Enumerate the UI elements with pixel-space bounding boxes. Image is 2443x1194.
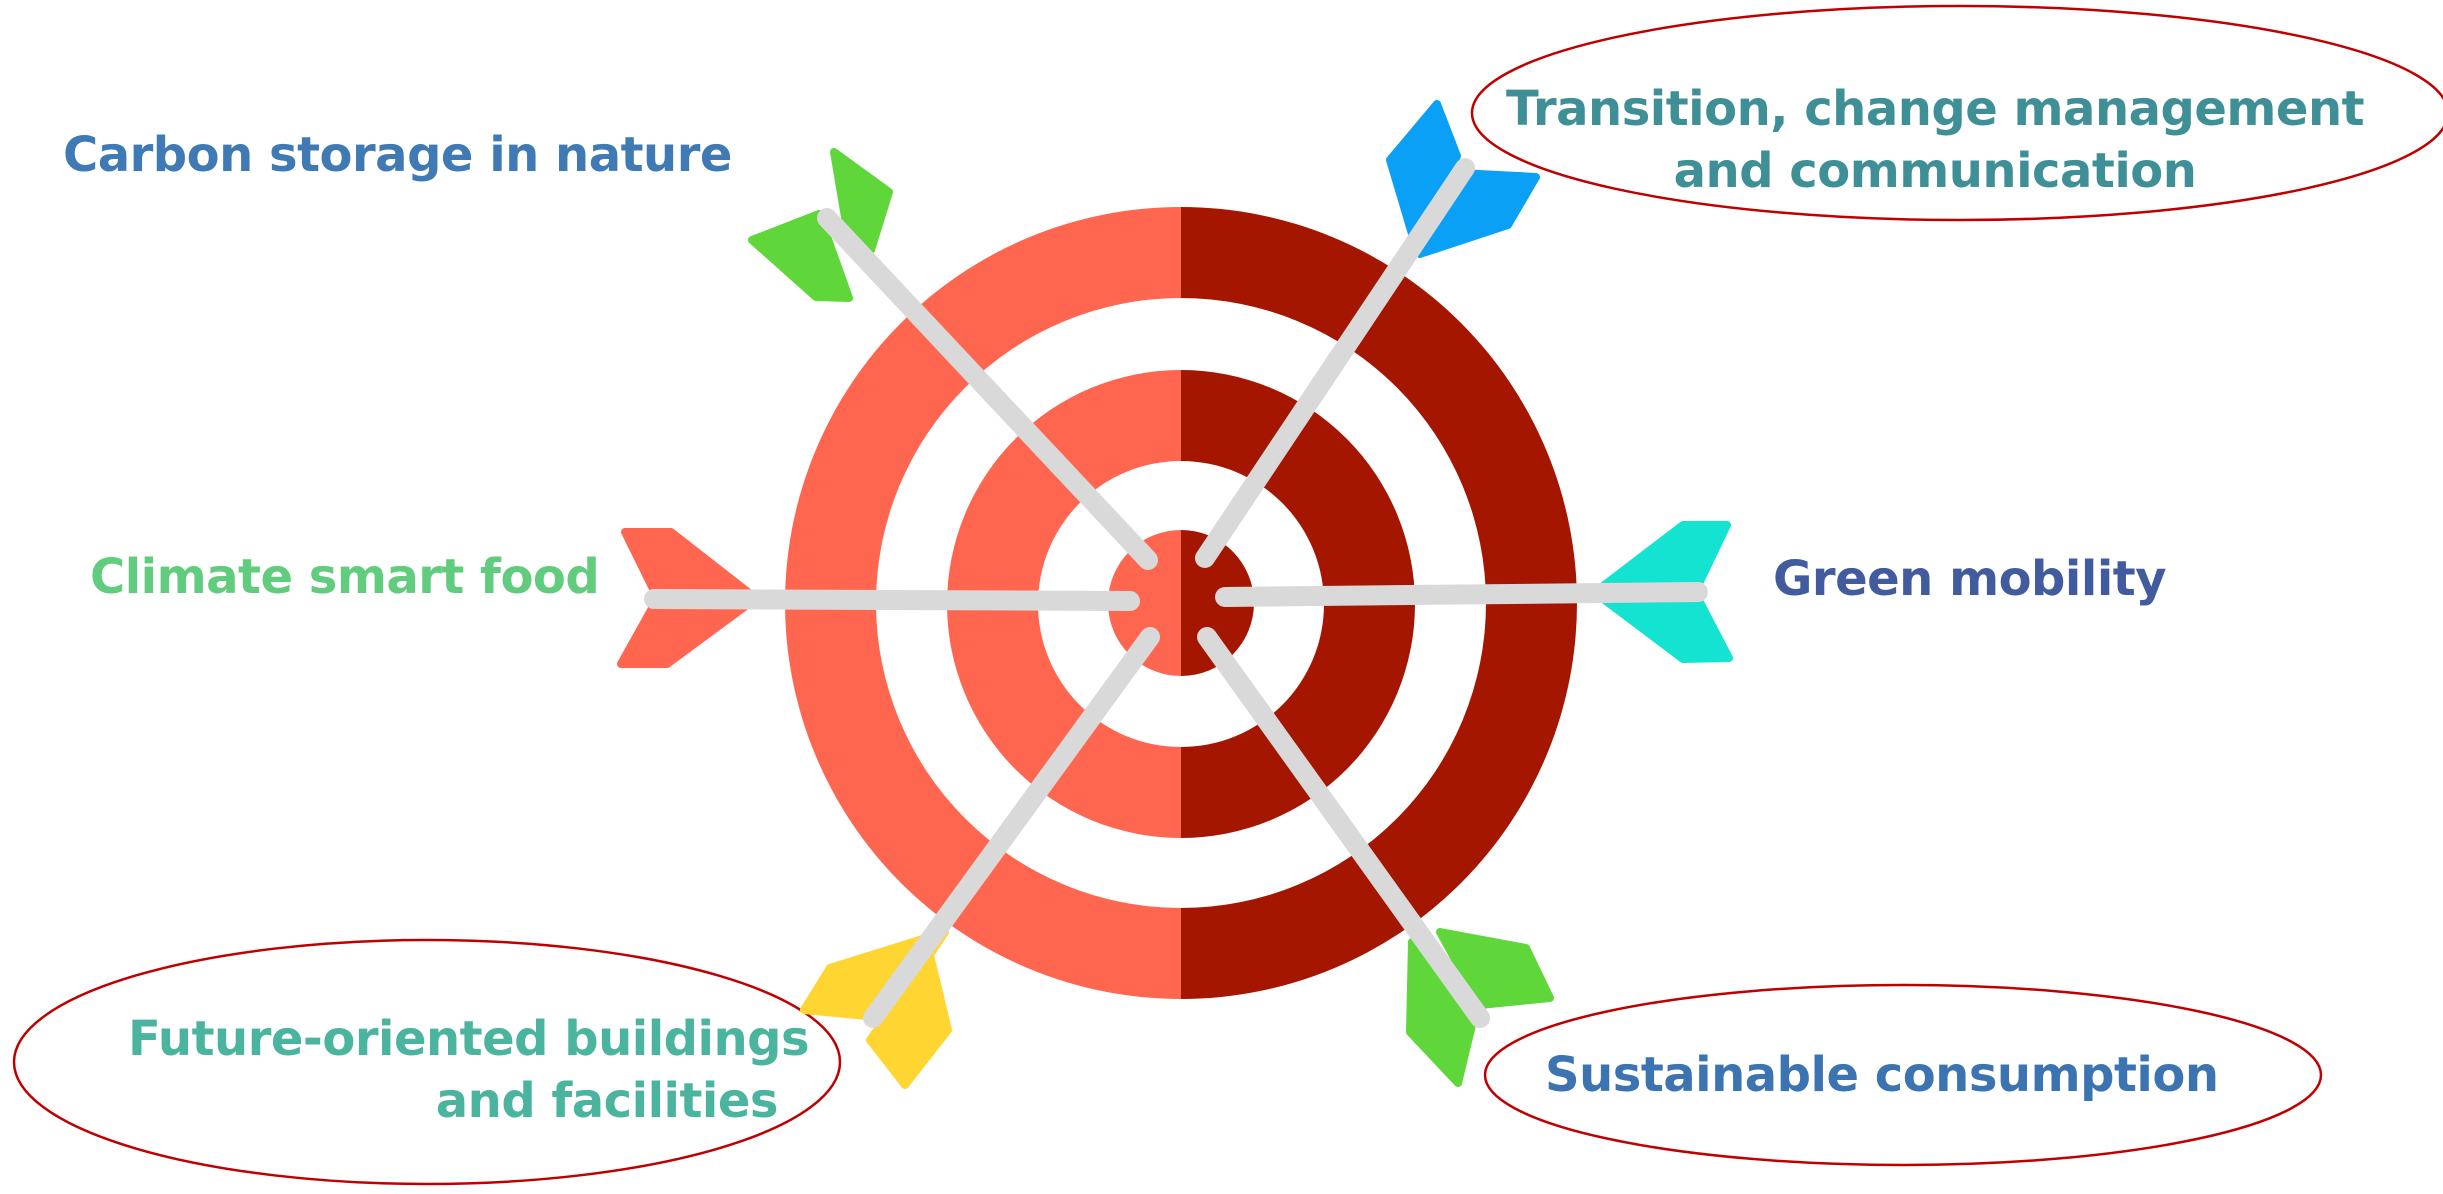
arrow-mobility-shaft [1215, 582, 1708, 607]
arrow-carbon-fletch [748, 210, 853, 302]
label-climate-food: Climate smart food [90, 546, 600, 608]
arrow-food-shaft [644, 589, 1140, 611]
consumption-oval [1483, 983, 2323, 1167]
arrow-buildings-shaft [863, 627, 1160, 1028]
label-transition: Transition, change management and commun… [1506, 78, 2365, 202]
label-future-buildings-line1: Future-oriented buildings [128, 1011, 810, 1067]
arrow-transition-shaft [1195, 158, 1475, 568]
arrow-transition-fletch [1416, 169, 1540, 258]
arrow-transition [1195, 100, 1540, 568]
label-green-mobility: Green mobility [1773, 548, 2167, 610]
arrow-carbon-shaft [817, 208, 1158, 570]
label-future-buildings-line2: and facilities [435, 1073, 779, 1129]
arrow-consumption-shaft [1197, 627, 1490, 1028]
arrow-mobility [1215, 521, 1733, 663]
label-future-buildings: Future-oriented buildings and facilities [128, 1008, 810, 1132]
buildings-oval [12, 938, 842, 1186]
transition-oval [1470, 4, 2443, 222]
label-transition-line2: and communication [1673, 143, 2197, 199]
arrow-consumption-fletch [1406, 938, 1476, 1087]
label-climate-food-text: Climate smart food [90, 549, 600, 605]
label-transition-line1: Transition, change management [1506, 81, 2365, 137]
label-carbon-storage: Carbon storage in nature [63, 124, 732, 186]
label-sustainable-consumption-text: Sustainable consumption [1545, 1047, 2219, 1103]
arrow-buildings [800, 627, 1160, 1089]
arrow-consumption-fletch [1436, 928, 1554, 1009]
label-carbon-storage-text: Carbon storage in nature [63, 127, 732, 183]
arrow-food [617, 528, 1140, 668]
label-sustainable-consumption: Sustainable consumption [1545, 1044, 2219, 1106]
label-green-mobility-text: Green mobility [1773, 551, 2167, 607]
arrow-consumption [1197, 627, 1554, 1087]
arrow-carbon [748, 148, 1158, 570]
target-left-half [785, 207, 1181, 999]
target [785, 207, 1577, 999]
